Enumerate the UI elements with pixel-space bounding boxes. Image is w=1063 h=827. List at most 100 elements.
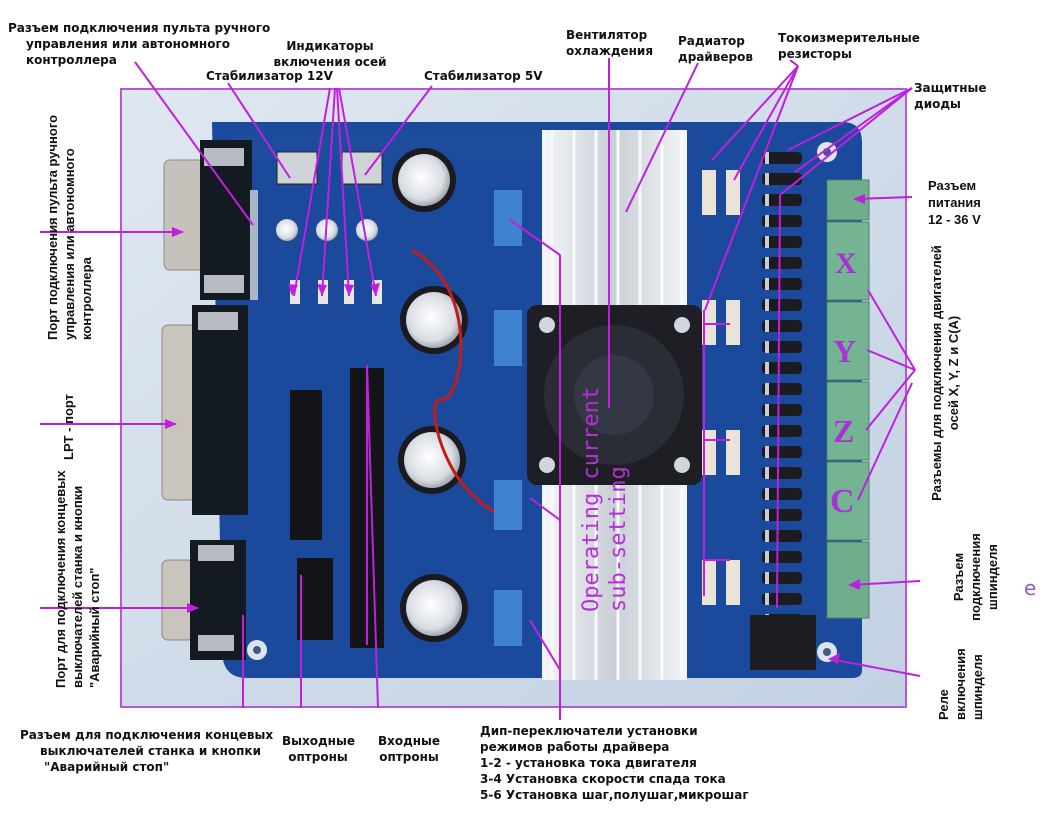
label-line: Разъемы для подключения двигателей (929, 245, 944, 501)
diode-band (765, 425, 769, 437)
label-line: Реле (936, 689, 951, 720)
diode (762, 362, 802, 374)
dip-switches (494, 190, 522, 646)
diode (762, 404, 802, 416)
label-line: охлаждения (566, 44, 654, 58)
stray-letter: e (1024, 576, 1037, 600)
diode (762, 257, 802, 269)
diode-band (765, 404, 769, 416)
label-line: Разъем (928, 178, 977, 193)
label-stabilizer-5v: Стабилизатор 5V (424, 69, 543, 83)
operating-current-text: Operating current sub-setting (579, 387, 631, 612)
label-line: выключателей станка и кнопки (40, 744, 261, 758)
label-axis-indicators: Индикаторы включения осей (270, 38, 390, 70)
label-line: Радиатор (678, 34, 745, 48)
label-line: Индикаторы (286, 39, 374, 53)
label-line: Разъем для подключения концевых (20, 728, 274, 742)
axis-letter-x: X (835, 247, 857, 280)
label-line: Входные (377, 734, 441, 748)
label-line: Выходные (282, 734, 355, 748)
diode-band (765, 215, 769, 227)
diode-band (765, 572, 769, 584)
label-stabilizer-12v: Стабилизатор 12V (206, 69, 333, 83)
regulator-5v (341, 151, 383, 185)
current-resistors (702, 170, 740, 605)
label-line: питания (928, 195, 981, 210)
label-line: "Аварийный стоп" (87, 567, 102, 688)
label-line: управления или автономного (26, 37, 230, 51)
label-line: Защитные (914, 81, 987, 95)
label-line: шпинделя (970, 654, 985, 720)
diode (762, 509, 802, 521)
label-spindle-relay: Реле включения шпинделя (935, 648, 986, 720)
label-line: Порт подключения пульта ручного (45, 114, 60, 340)
diode-band (765, 320, 769, 332)
label-spindle-connector: Разъем подключения шпинделя (950, 532, 1001, 622)
diode (762, 320, 802, 332)
label-line: драйверов (678, 50, 753, 64)
annotation-lines (40, 58, 921, 720)
label-limit-port: Порт для подключения концевых выключател… (52, 470, 103, 688)
label-line: выключателей станка и кнопки (70, 485, 85, 688)
diode (762, 278, 802, 290)
label-current-resistors: Токоизмерительные резисторы (778, 30, 920, 62)
diode-band (765, 194, 769, 206)
diode (762, 488, 802, 500)
diode (762, 173, 802, 185)
board-photo (120, 88, 907, 708)
diode (762, 215, 802, 227)
operating-current-line2: sub-setting (606, 466, 631, 612)
label-line: осей X, Y, Z и C(A) (946, 315, 961, 431)
label-line: шпинделя (985, 544, 1000, 610)
diode-band (765, 488, 769, 500)
diode-band (765, 362, 769, 374)
cooling-fan (527, 305, 702, 485)
diode-band (765, 446, 769, 458)
axis-letters: X Y Z C (830, 247, 857, 520)
diode-band (765, 383, 769, 395)
label-line: Порт для подключения концевых (53, 470, 68, 688)
label-pendant-connector: Разъем подключения пульта ручного управл… (8, 20, 270, 68)
label-protective-diodes: Защитные диоды (914, 80, 987, 112)
label-line: управления или автономного (62, 148, 77, 340)
diode (762, 383, 802, 395)
diode (762, 425, 802, 437)
diode (762, 467, 802, 479)
diode-band (765, 236, 769, 248)
diode-band (765, 173, 769, 185)
label-line: оптроны (288, 750, 348, 764)
label-line: 1-2 - установка тока двигателя (480, 756, 697, 770)
label-line: 12 - 36 V (928, 212, 981, 227)
label-cooling-fan: Вентилятор охлаждения (566, 27, 653, 59)
diode-band (765, 530, 769, 542)
diode (762, 152, 802, 164)
label-line: включения (953, 648, 968, 720)
label-line: включения осей (273, 55, 387, 69)
header-strip (250, 190, 258, 300)
label-limit-connector: Разъем для подключения концевых выключат… (20, 727, 273, 775)
label-pendant-port: Порт подключения пульта ручного управлен… (44, 115, 95, 340)
diode-band (765, 257, 769, 269)
label-line: оптроны (379, 750, 439, 764)
terminal-blocks (826, 179, 870, 619)
diode (762, 236, 802, 248)
label-line: подключения (968, 533, 983, 621)
label-output-optocouplers: Выходные оптроны (282, 733, 355, 765)
diode (762, 572, 802, 584)
label-input-optocouplers: Входные оптроны (376, 733, 442, 765)
db15-connector (163, 140, 252, 300)
diode (762, 530, 802, 542)
diode-band (765, 509, 769, 521)
operating-current-line1: Operating current (579, 387, 604, 612)
diode-band (765, 467, 769, 479)
axis-letter-y: Y (833, 333, 856, 369)
label-line: "Аварийный стоп" (44, 760, 170, 774)
annotation-arrowheads (165, 194, 865, 664)
heatsink-bottom (542, 475, 687, 680)
diode-band (765, 278, 769, 290)
label-line: резисторы (778, 47, 852, 61)
label-line: контроллера (26, 53, 117, 67)
diode-band (765, 299, 769, 311)
board-illustration (122, 90, 905, 706)
